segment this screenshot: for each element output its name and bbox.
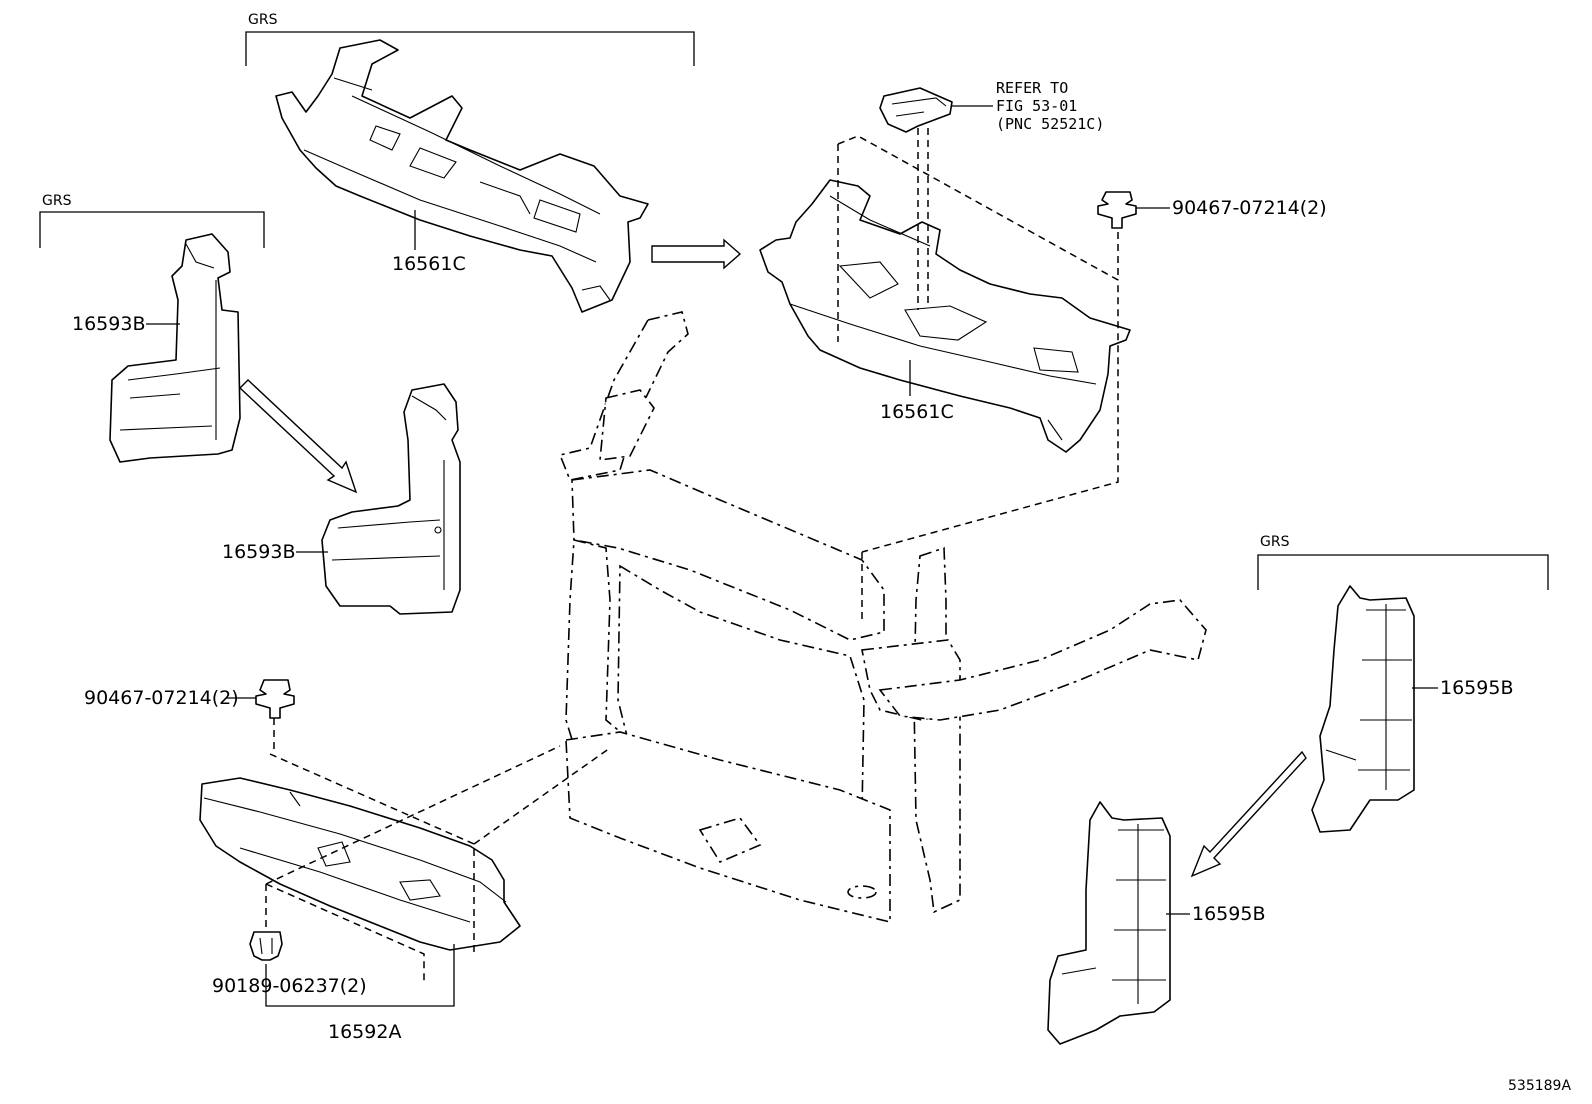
label-16595b-upper: 16595B (1440, 677, 1513, 699)
arrow-right (651, 238, 742, 270)
dash-16592a-to-frame (265, 745, 561, 885)
refer-line1: REFER TO (996, 79, 1068, 97)
dash-16592a-to-frame-2 (473, 747, 611, 845)
label-16592a: 16592A (328, 1021, 401, 1043)
label-clip-upper-right: 90467-07214(2) (1172, 197, 1327, 219)
part-16595b-upper (1311, 585, 1415, 833)
label-16561c-right: 16561C (880, 401, 954, 423)
dash-box-16592a-lower (265, 883, 425, 984)
grs-bracket-top: GRS (245, 12, 695, 66)
grs-label-left: GRS (42, 193, 72, 209)
part-16595b-lower (1047, 801, 1171, 1045)
label-16561c-upper: 16561C (392, 253, 466, 275)
radiator-support-frame (558, 311, 1207, 924)
part-16593b-upper (109, 233, 241, 463)
part-16561c-upper (275, 39, 649, 313)
refer-line3: (PNC 52521C) (996, 115, 1104, 133)
label-16595b-lower: 16595B (1192, 903, 1265, 925)
label-clip-left: 90467-07214(2) (84, 687, 239, 709)
grs-bracket-left: GRS (39, 193, 265, 248)
refer-line2: FIG 53-01 (996, 97, 1077, 115)
bracket-16592a (265, 944, 455, 1007)
part-52521c-reference (879, 87, 953, 133)
dash-16561c-to-frame (837, 135, 1119, 553)
part-16561c-right (759, 179, 1131, 453)
arrow-down-right (238, 379, 358, 494)
label-16593b-upper: 16593B (72, 313, 145, 335)
label-clip-bottom: 90189-06237(2) (212, 975, 367, 997)
illustration-id: 535189A (1508, 1078, 1571, 1094)
clip-icon-bottom (249, 931, 283, 961)
arrow-down-left (1190, 750, 1307, 878)
clip-icon-left (255, 679, 295, 719)
clip-icon-upper-right (1097, 191, 1137, 229)
grs-label-top: GRS (248, 12, 278, 28)
part-16593b-lower (321, 383, 461, 615)
grs-label-right: GRS (1260, 534, 1290, 550)
label-16593b-lower: 16593B (222, 541, 295, 563)
part-16592a (199, 777, 521, 951)
grs-bracket-right: GRS (1257, 534, 1549, 590)
